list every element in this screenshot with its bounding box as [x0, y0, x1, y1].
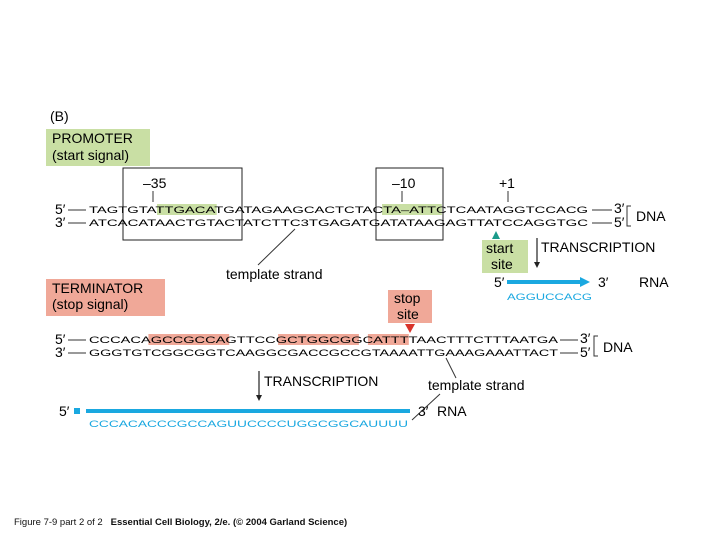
terminator-rna-5prime: 5′ — [59, 403, 70, 419]
start-site-label-1: start — [486, 240, 513, 256]
terminator-top-5prime: 5′ — [55, 331, 66, 347]
minus35-region-box — [122, 167, 243, 241]
promoter-top-strand-highlight — [401, 204, 413, 215]
terminator-label-box — [46, 279, 165, 316]
promoter-transcription-label: TRANSCRIPTION — [541, 239, 655, 255]
figure-caption: Figure 7-9 part 2 of 2 Essential Cell Bi… — [14, 517, 347, 528]
terminator-rna-3prime: 3′ — [418, 403, 429, 419]
minus10-region-box — [375, 167, 444, 241]
promoter-rna-3prime: 3′ — [598, 274, 609, 290]
promoter-bottom-3prime: 3′ — [55, 214, 66, 230]
promoter-top-strand-segment: CTCAATAGGTCCACG — [436, 205, 588, 215]
plus1-label: +1 — [499, 175, 515, 191]
terminator-top-strand-highlight — [278, 334, 359, 345]
terminator-top-strand-segment: TTTT — [382, 335, 419, 345]
promoter-dna-label: DNA — [636, 208, 666, 224]
terminator-rna-sequence: CCCACACCCGCCAGUUCCCCUGGCGGCAUUUU — [89, 419, 408, 429]
terminator-top-strand-segment: AACTTTCTTTAATGA — [416, 335, 558, 345]
terminator-template-label: template strand — [428, 377, 525, 393]
terminator-dna-bracket — [593, 335, 598, 357]
terminator-template-pointer-upper — [445, 357, 457, 379]
terminator-transcription-arrowhead-icon — [256, 395, 262, 401]
promoter-top-strand-highlight — [382, 204, 403, 215]
terminator-top-strand-highlight — [148, 334, 230, 345]
stop-site-label-box — [388, 290, 432, 323]
promoter-template-pointer — [257, 228, 296, 266]
terminator-template-pointer-lower — [411, 393, 441, 421]
promoter-top-strand-segment: TGATAGAAGCACTCTAC — [214, 205, 384, 215]
promoter-top-strand-highlight — [411, 204, 442, 215]
terminator-rna-label: RNA — [437, 403, 467, 419]
promoter-top-strand-segment: – — [401, 205, 409, 215]
terminator-top-strand-highlight — [367, 334, 409, 345]
promoter-subtitle: (start signal) — [52, 147, 129, 163]
terminator-subtitle: (stop signal) — [52, 296, 128, 312]
terminator-top-strand-segment: TTCCG — [237, 335, 287, 345]
terminator-transcription-label: TRANSCRIPTION — [264, 373, 378, 389]
promoter-rna-label: RNA — [639, 274, 669, 290]
promoter-highlight-layer — [157, 204, 442, 215]
promoter-rna-sequence: AGGUCCACG — [507, 292, 592, 302]
promoter-bottom-strand: ATCACATAACTGTACTATCTTC3TGAGATGATATAAGAGT… — [89, 218, 589, 228]
caption-source: Essential Cell Biology, 2/e. (© 2004 Gar… — [110, 517, 348, 528]
panel-label: (B) — [50, 108, 69, 124]
start-site-marker-icon — [492, 231, 500, 239]
promoter-title: PROMOTER — [52, 130, 133, 146]
promoter-bottom-5prime: 5′ — [614, 214, 625, 230]
terminator-top-strand-segment: GCCGCCAG — [151, 335, 237, 345]
promoter-top-strand-segment: TAGTGTA — [89, 205, 157, 215]
minus35-label: –35 — [143, 175, 167, 191]
stop-site-label-1: stop — [394, 290, 421, 306]
terminator-rna-start-cap — [74, 408, 80, 414]
promoter-rna-5prime: 5′ — [494, 274, 505, 290]
terminator-bottom-3prime: 3′ — [55, 344, 66, 360]
terminator-title: TERMINATOR — [52, 280, 143, 296]
terminator-top-strand-segment: A — [373, 335, 383, 345]
caption-figure-number: Figure 7-9 part 2 of 2 — [14, 517, 103, 528]
promoter-top-5prime: 5′ — [55, 201, 66, 217]
promoter-top-strand-segment: ATT — [409, 205, 437, 215]
start-site-label-2: site — [491, 256, 513, 272]
promoter-dna-bracket — [626, 205, 631, 227]
promoter-top-strand-segment: TTGACA — [155, 205, 215, 215]
promoter-transcription-arrowhead-icon — [534, 262, 540, 268]
promoter-top-strand-segment: TA — [383, 205, 401, 215]
terminator-dna-label: DNA — [603, 339, 633, 355]
promoter-template-label: template strand — [226, 266, 323, 282]
minus10-label: –10 — [392, 175, 416, 191]
promoter-top-strand-highlight — [157, 204, 217, 215]
terminator-bottom-5prime: 5′ — [580, 344, 591, 360]
terminator-top-3prime: 3′ — [580, 330, 591, 346]
terminator-bottom-strand: GGGTGTCGGCGGTCAAGGCGACCGCCGTAAAATTGAAAGA… — [89, 348, 559, 358]
promoter-rna-arrowhead-icon — [580, 277, 590, 287]
promoter-label-box — [46, 129, 150, 166]
stop-site-label-2: site — [397, 306, 419, 322]
stop-site-marker-icon — [405, 324, 415, 333]
terminator-highlight-layer — [148, 334, 409, 345]
promoter-top-3prime: 3′ — [614, 200, 625, 216]
terminator-top-strand-segment: CTGGCGGC — [287, 335, 374, 345]
terminator-top-strand-segment: CCCACA — [89, 335, 151, 345]
start-site-label-box — [482, 240, 528, 273]
